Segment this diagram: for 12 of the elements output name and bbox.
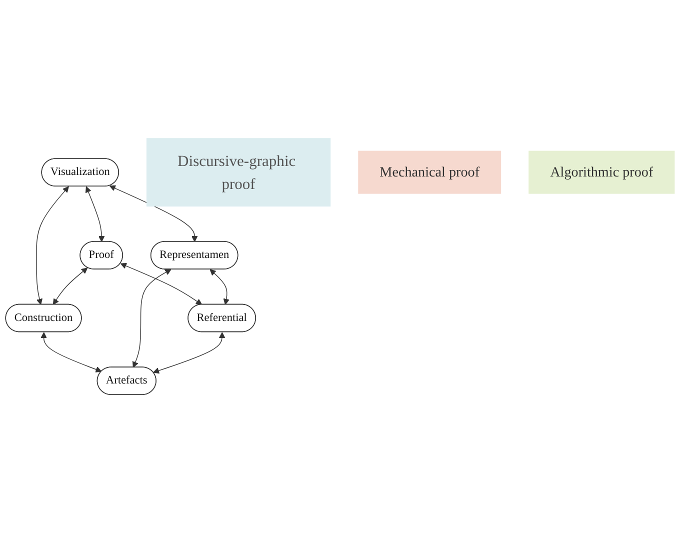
arrow <box>36 186 69 305</box>
arrow <box>85 186 105 242</box>
arrow <box>120 262 202 305</box>
arrow <box>109 185 198 242</box>
node-box: Algorithmic proof <box>528 150 675 194</box>
arrow <box>132 269 172 368</box>
arrow <box>40 332 102 372</box>
node-box: Mechanical proof <box>358 150 502 194</box>
arrow <box>52 268 88 305</box>
arrow <box>153 332 226 374</box>
arrow <box>210 269 230 305</box>
node-box: Discursive-graphic proof <box>146 138 331 207</box>
